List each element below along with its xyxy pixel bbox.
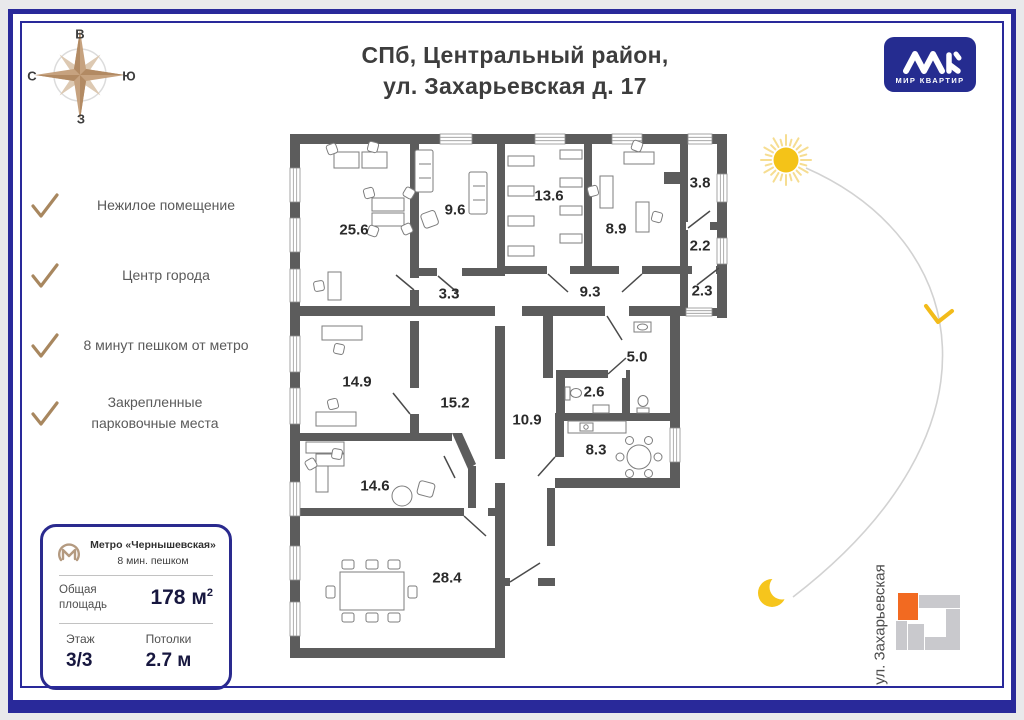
- feature-label: Центр города: [122, 267, 210, 283]
- floor-label: Этаж: [66, 631, 95, 646]
- moon-icon: [758, 574, 795, 607]
- floor-value: 3/3: [66, 649, 93, 671]
- room-area-label: 3.3: [438, 285, 460, 303]
- door-swings: [392, 210, 720, 583]
- divider: [59, 575, 213, 576]
- metro-row: Метро «Чернышевская» 8 мин. пешком: [56, 539, 216, 567]
- room-area-label: 5.0: [626, 348, 648, 366]
- room-area-label: 9.6: [444, 201, 466, 219]
- room-area-label: 8.3: [585, 441, 607, 459]
- metro-walk-time: 8 мин. пешком: [117, 555, 189, 567]
- page-title: СПб, Центральный район, ул. Захарьевская…: [300, 40, 730, 102]
- ceiling-value: 2.7 м: [145, 649, 192, 671]
- logo-mk-icon: [903, 50, 962, 74]
- room-area-label: 14.6: [360, 477, 390, 495]
- check-icon: [31, 400, 59, 426]
- sun-icon: [773, 147, 799, 173]
- arrow-down-icon: [924, 304, 954, 324]
- room-area-label: 28.4: [432, 569, 462, 587]
- feature-item: Закрепленные парковочные места: [30, 392, 262, 434]
- metro-name: Метро «Чернышевская»: [90, 539, 216, 551]
- check-icon: [31, 193, 59, 218]
- ceiling-label: Потолки: [145, 631, 192, 646]
- room-area-label: 2.2: [689, 237, 711, 255]
- street-label: ул. Захарьевская: [871, 564, 889, 685]
- compass-right-label: Ю: [122, 68, 136, 84]
- compass-bottom-label: З: [76, 111, 86, 127]
- furniture: [304, 139, 664, 623]
- room-area-label: 25.6: [339, 221, 369, 239]
- floor-ceiling-row: Этаж 3/3 Потолки 2.7 м: [56, 624, 216, 672]
- sun-rays-icon: [760, 134, 812, 186]
- floor-plan: 25.6 9.6 13.6 8.9 3.8 2.2 2.3 3.3 9.3 14…: [282, 126, 744, 666]
- feature-label: Нежилое помещение: [97, 197, 235, 213]
- room-area-label: 13.6: [534, 187, 564, 205]
- feature-label: Закрепленные парковочные места: [91, 394, 219, 431]
- title-line1: СПб, Центральный район,: [361, 42, 669, 68]
- feature-item: 8 минут пешком от метро: [30, 332, 262, 359]
- room-area-label: 9.3: [579, 283, 601, 301]
- walls: [290, 134, 727, 658]
- title-line2: ул. Захарьевская д. 17: [383, 73, 647, 100]
- brand-logo: МИР КВАРТИР: [884, 37, 976, 92]
- room-area-label: 2.3: [691, 282, 713, 300]
- sun-path-arc: [792, 167, 944, 598]
- compass-star-icon: [35, 30, 125, 120]
- room-area-label: 15.2: [440, 394, 470, 412]
- compass-rose: В С Ю З: [24, 16, 136, 134]
- feature-item: Нежилое помещение: [30, 192, 262, 219]
- check-icon: [31, 263, 59, 288]
- total-area-value: 178 м2: [150, 585, 213, 609]
- total-area-row: Общая площадь 178 м2: [56, 576, 216, 615]
- brand-name: МИР КВАРТИР: [895, 75, 965, 85]
- room-area-label: 3.8: [689, 174, 711, 192]
- compass-top-label: В: [75, 26, 85, 42]
- room-area-label: 14.9: [342, 373, 372, 391]
- sun-path-decoration: [758, 134, 954, 607]
- windows: [289, 133, 728, 637]
- compass-left-label: С: [27, 68, 37, 84]
- building-icon: [896, 593, 960, 650]
- total-area-label: Общая площадь: [59, 584, 108, 611]
- check-icon: [31, 333, 59, 358]
- divider: [59, 622, 213, 624]
- metro-icon: [58, 543, 81, 562]
- feature-item: Центр города: [30, 262, 262, 289]
- feature-label: 8 минут пешком от метро: [83, 337, 249, 353]
- room-area-label: 2.6: [583, 383, 605, 401]
- floor-plan-drawing: [289, 133, 728, 658]
- room-area-label: 8.9: [605, 220, 627, 238]
- door-openings: [437, 222, 716, 586]
- room-area-label: 10.9: [512, 411, 542, 429]
- info-card: Метро «Чернышевская» 8 мин. пешком Общая…: [40, 524, 232, 690]
